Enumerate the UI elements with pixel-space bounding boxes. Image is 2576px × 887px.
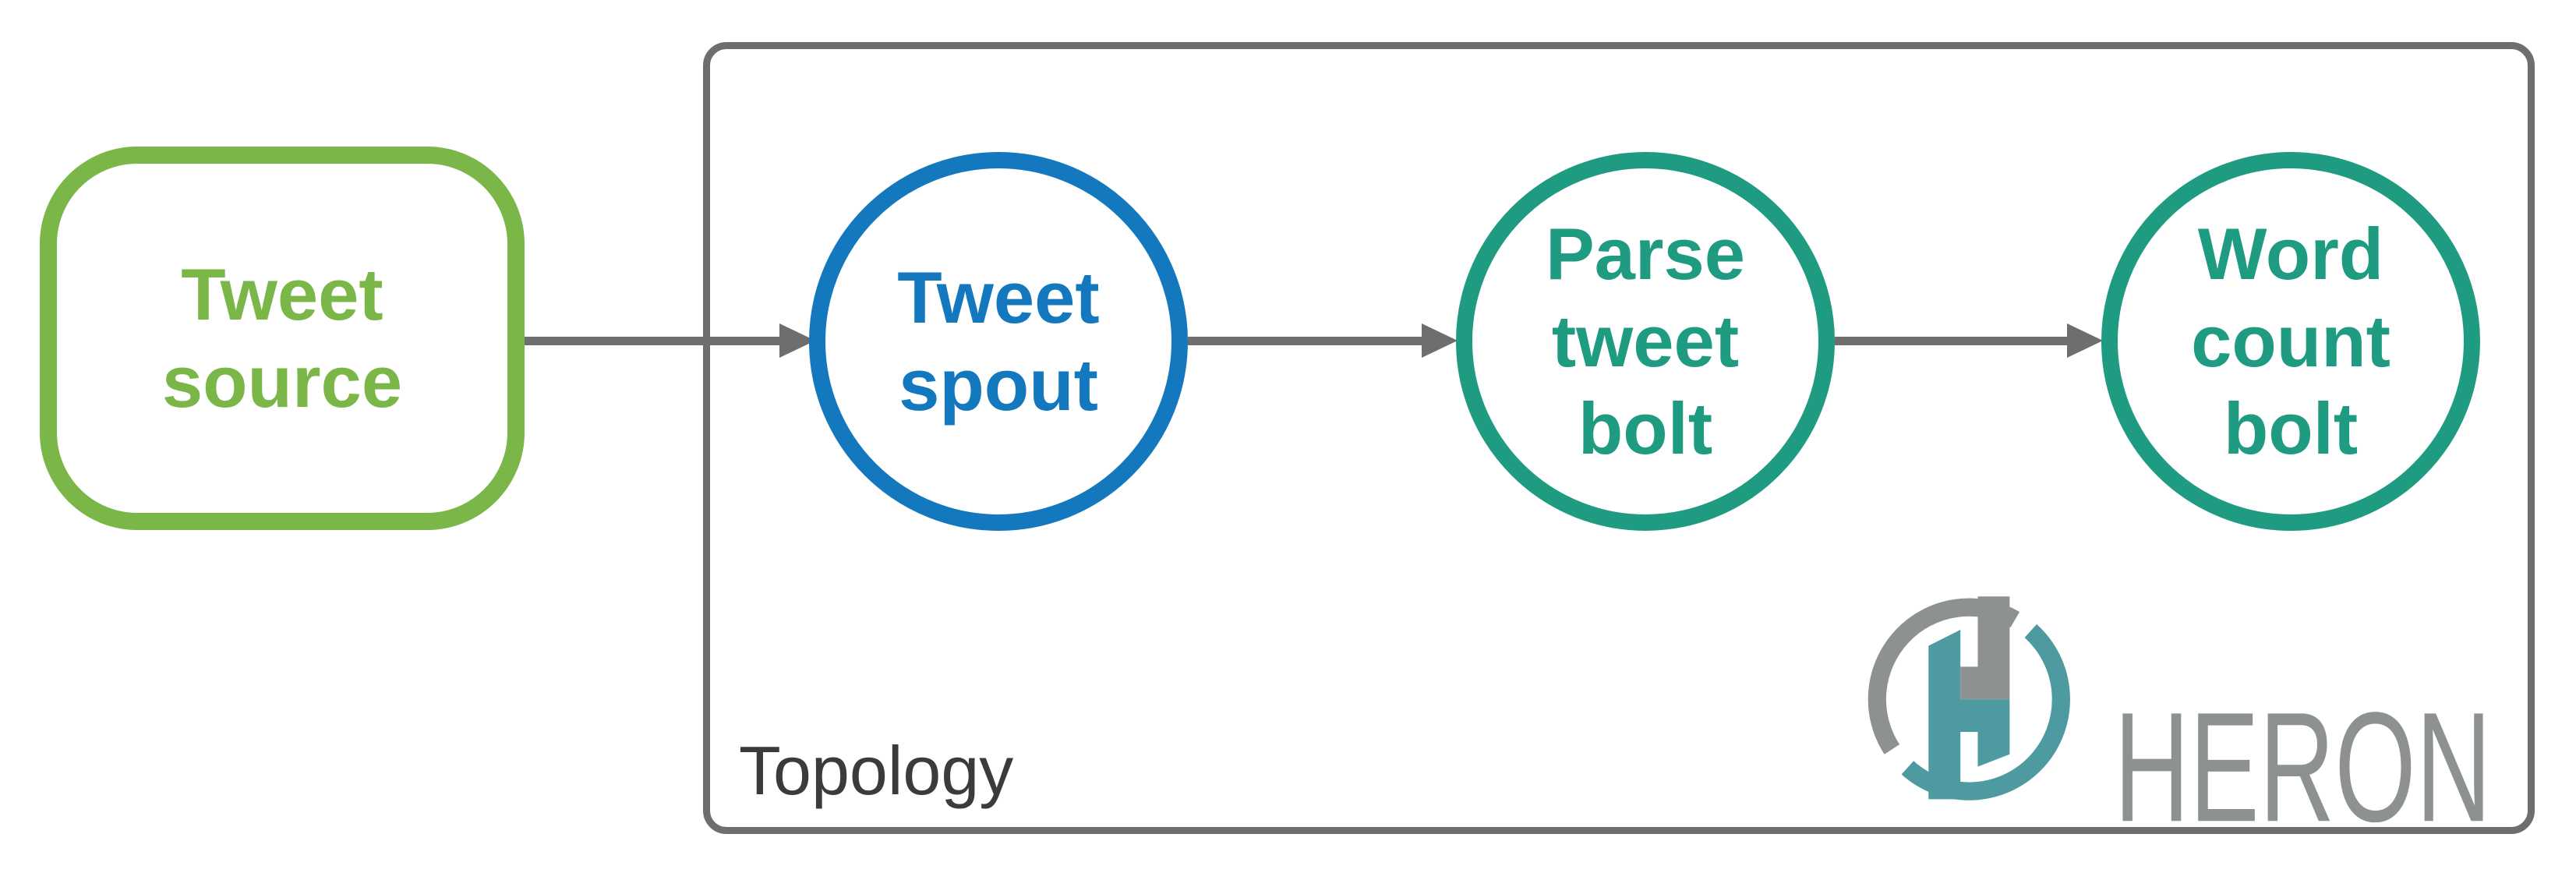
edge-parse-to-wordcount-line [1835,337,2069,345]
node-parse-tweet-bolt-label-line3: bolt [1578,387,1713,469]
node-tweet-source-label-line2: source [161,341,403,422]
edge-parse-to-wordcount-arrowhead-icon [2067,323,2103,358]
node-word-count-bolt-label-line3: bolt [2223,387,2359,469]
node-word-count-bolt-label-line2: count [2191,300,2390,382]
heron-mark-h-teal-part [1928,630,2010,800]
node-tweet-spout-label-line2: spout [899,344,1098,426]
node-parse-tweet-bolt-label-line1: Parse [1545,213,1746,295]
node-tweet-spout-label-line1: Tweet [897,256,1100,338]
heron-mark-h-gray-part [1960,596,2010,700]
heron-logo-wordmark: HERON [2114,680,2491,835]
heron-logo-mark-icon [1868,596,2070,800]
topology-container-box [703,42,2535,834]
node-word-count-bolt-label-line1: Word [2197,213,2384,295]
topology-container-label: Topology [739,732,1014,809]
node-tweet-source-label-line1: Tweet [181,253,383,335]
edge-spout-to-parse-line [1188,337,1423,345]
node-tweet-spout: Tweet spout [809,152,1188,531]
heron-logo: HERON [1868,596,2491,835]
edge-source-to-spout-line [525,337,782,345]
node-tweet-source: Tweet source [40,147,525,530]
edge-spout-to-parse-arrowhead-icon [1422,323,1458,358]
node-parse-tweet-bolt-label-line2: tweet [1551,300,1740,382]
node-word-count-bolt: Word count bolt [2101,152,2480,531]
node-parse-tweet-bolt: Parse tweet bolt [1456,152,1835,531]
